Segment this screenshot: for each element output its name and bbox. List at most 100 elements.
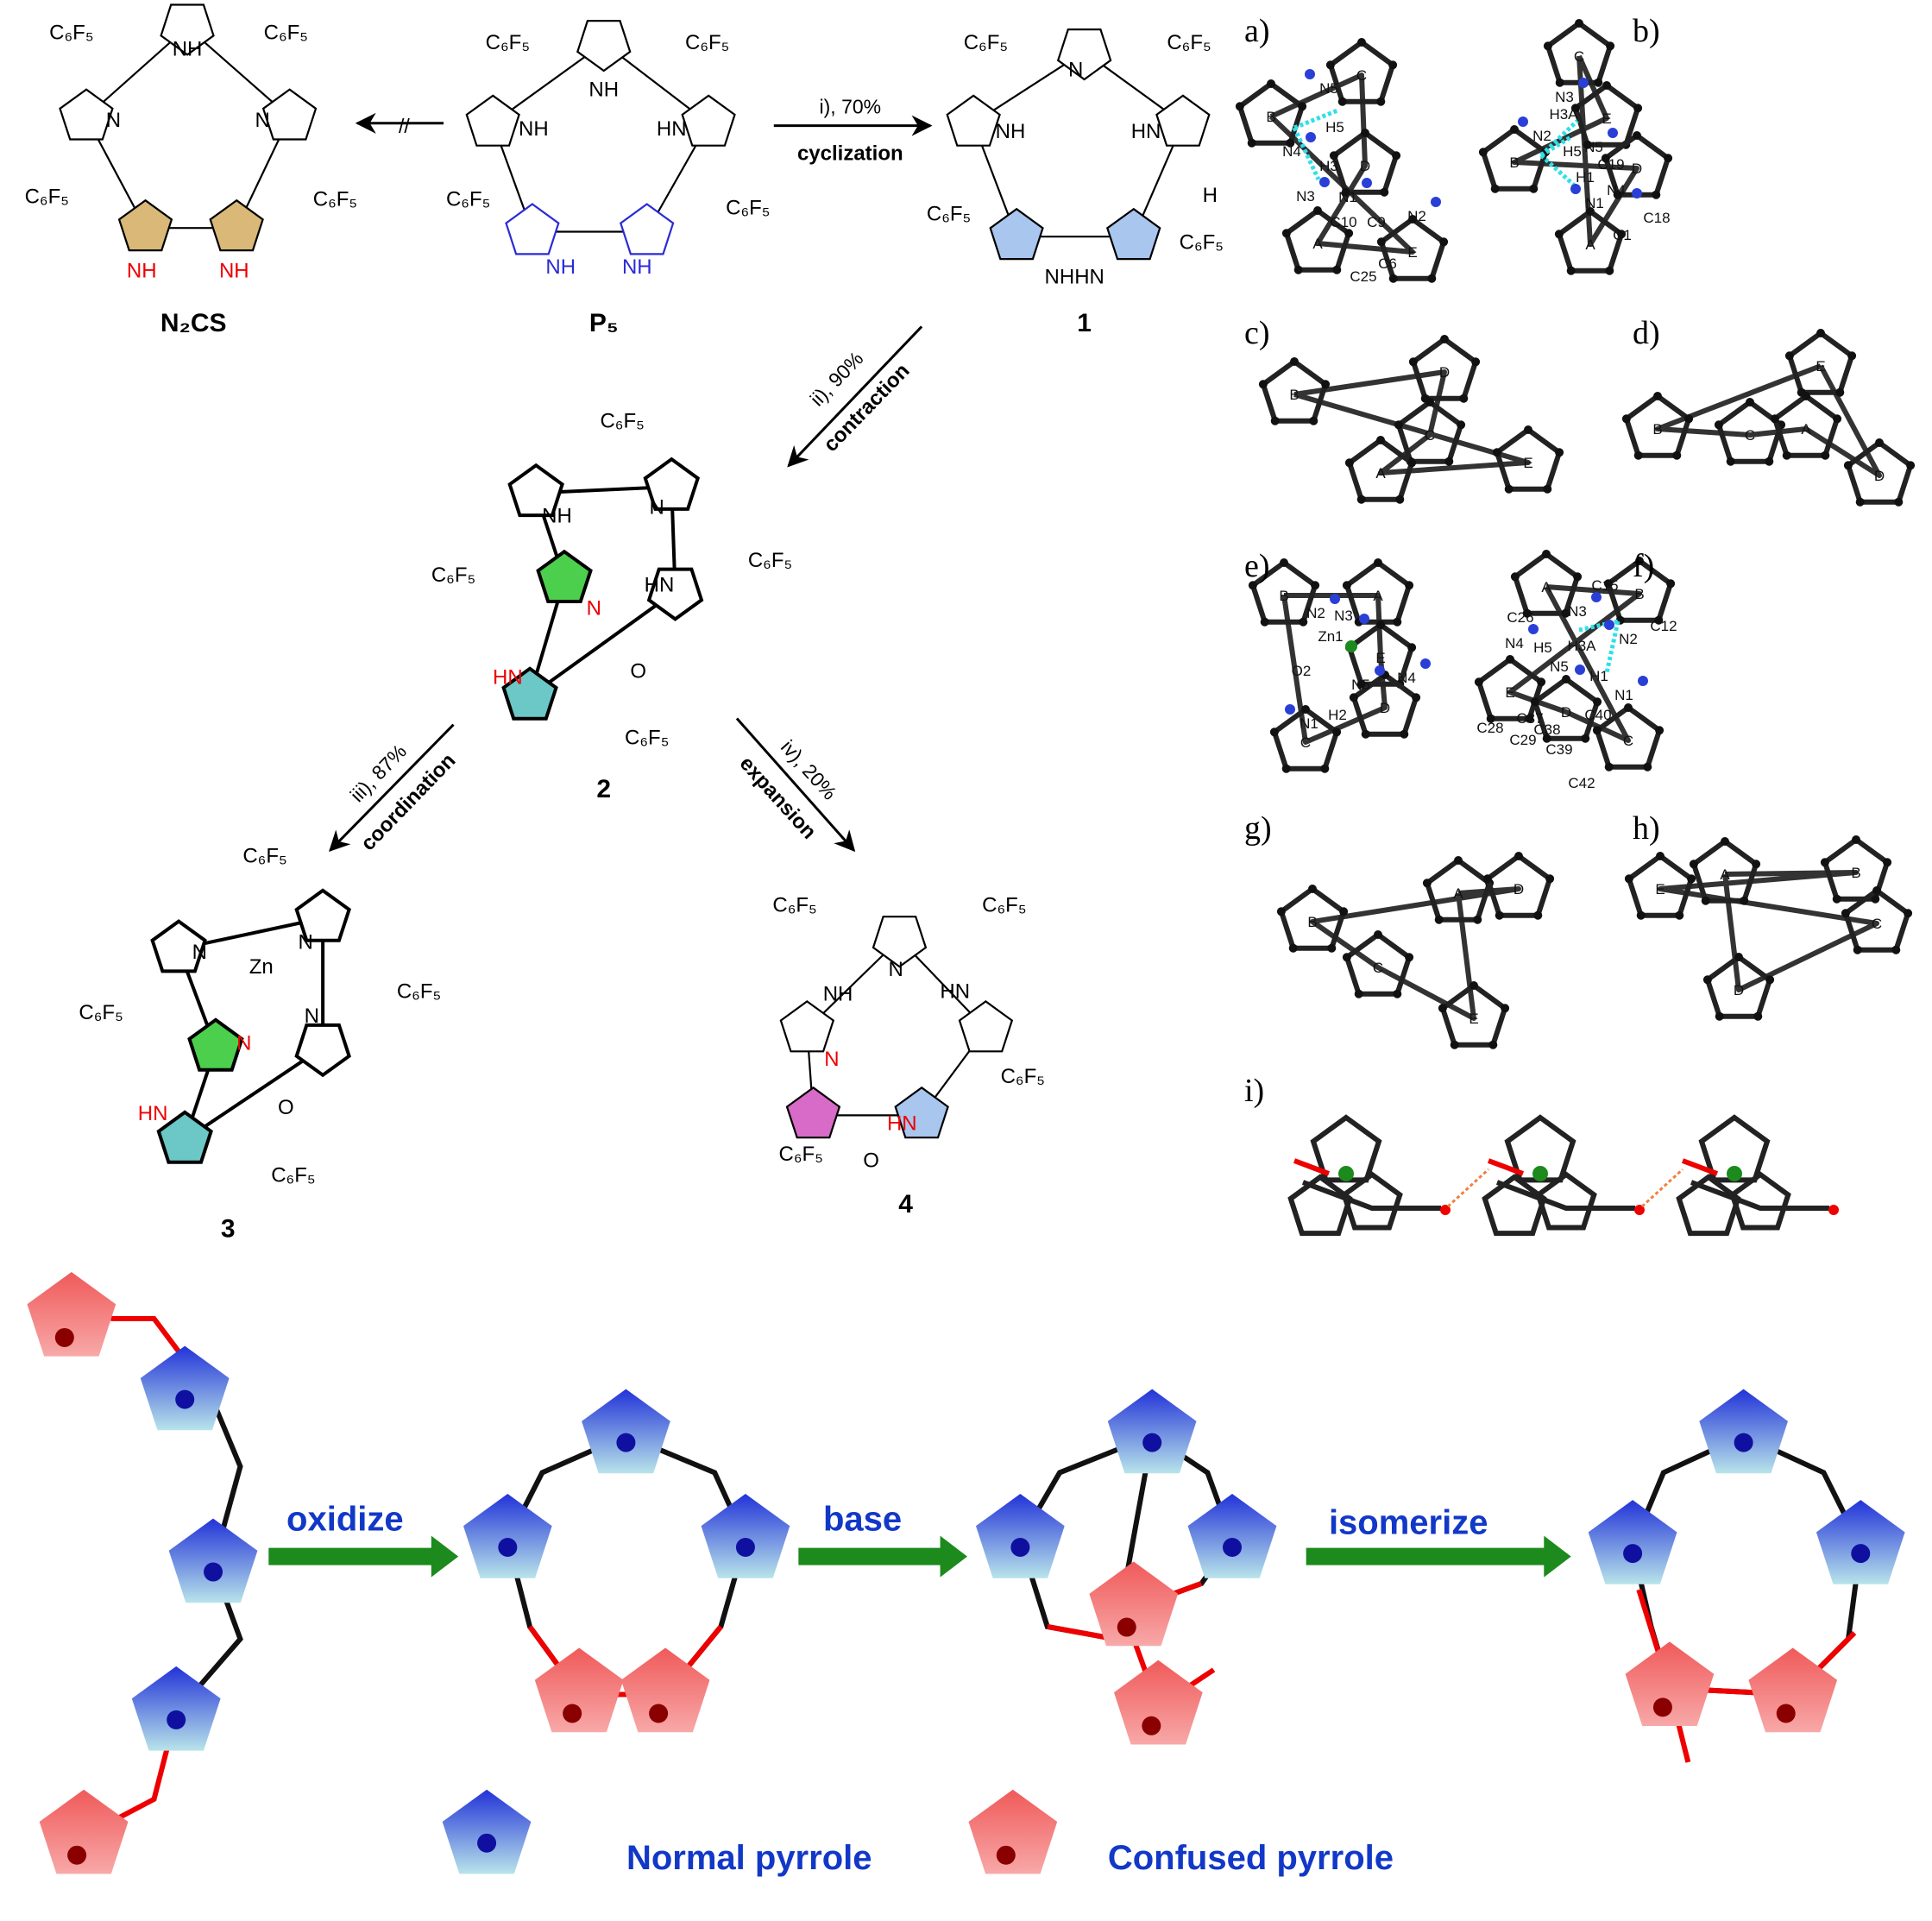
atom-label: B <box>1266 109 1275 125</box>
atom-label: C <box>1574 48 1584 65</box>
pentagon <box>1748 1647 1838 1733</box>
nitrogen-atom <box>1518 117 1528 127</box>
atom-ball <box>1339 907 1349 916</box>
atom-label: C₆F₅ <box>1001 1065 1045 1088</box>
atom-ball <box>1332 265 1342 274</box>
panel-label-b: b) <box>1633 13 1660 49</box>
atom-ball <box>1474 677 1483 687</box>
atom-ball <box>1530 697 1539 707</box>
ring-bonds <box>1482 1174 1547 1237</box>
atom-ball <box>1784 351 1794 361</box>
atom-ball <box>1852 835 1860 844</box>
pyrrole-dot <box>563 1704 582 1723</box>
atom-ball <box>1573 572 1583 582</box>
hydrogen-bond <box>1640 1168 1684 1208</box>
confused-pyrrole-icon <box>1748 1647 1838 1733</box>
atom-ball <box>1341 187 1350 197</box>
atom-ball <box>1894 497 1904 507</box>
panel-label-d: d) <box>1633 315 1660 351</box>
ring-bonds <box>1410 337 1479 401</box>
nitrogen-atom <box>1570 184 1581 194</box>
atom-ball <box>1529 184 1539 193</box>
packing-molecule <box>1676 1114 1839 1237</box>
normal-pyrrole-icon <box>976 1494 1065 1578</box>
atom-label: E <box>1407 244 1417 261</box>
atom-label: N <box>255 109 269 132</box>
normal-pyrrole-icon <box>442 1789 532 1874</box>
atom-label: C₆F₅ <box>1167 31 1211 54</box>
pyrrole-ring <box>1155 94 1211 147</box>
atom-ball <box>1405 581 1414 590</box>
ring-bonds <box>1845 440 1914 505</box>
atom-ball <box>1533 910 1543 920</box>
atom-label: N5 <box>1319 80 1338 97</box>
pyrrole-ring <box>150 919 207 973</box>
pyrrole-ring <box>785 1086 841 1139</box>
atom-ball <box>1405 953 1414 962</box>
hydrogen-bond <box>1293 108 1338 130</box>
crystal-panel-i-labels: i) <box>1244 1073 1264 1109</box>
atom-ball <box>1562 675 1570 683</box>
atom-ball <box>1504 484 1514 494</box>
atom-ball <box>1400 729 1409 739</box>
atom-ball <box>1555 448 1564 457</box>
atom-ball <box>1624 874 1633 884</box>
pentagon <box>1114 1660 1203 1745</box>
atom-label: NH <box>542 504 572 527</box>
methanol-bond <box>1681 1158 1719 1176</box>
atom-ball <box>1361 729 1370 739</box>
step-label: isomerize <box>1329 1504 1488 1542</box>
packing-molecule <box>1482 1114 1684 1237</box>
atom-label: A <box>1453 885 1463 902</box>
atom-label: N2 <box>1407 208 1426 224</box>
ring-bonds <box>1341 1171 1403 1231</box>
pyrrole-ring <box>261 88 318 141</box>
atom-ball <box>1833 414 1842 424</box>
atom-ball <box>1325 60 1335 70</box>
atom-label: HN <box>493 666 523 690</box>
backbone-bonds <box>1268 72 1415 255</box>
atom-label: C37 <box>1516 710 1543 727</box>
atom-ball <box>1891 945 1901 954</box>
atom-label: H1 <box>1589 668 1608 684</box>
atom-ball <box>1554 230 1564 239</box>
atom-label: NH <box>127 259 157 282</box>
atom-ball <box>1802 392 1810 400</box>
normal-pyrrole-icon <box>582 1389 670 1474</box>
atom-ball <box>1380 187 1389 197</box>
oxygen-atom <box>1828 1205 1839 1215</box>
atom-label: N <box>298 931 312 954</box>
atom-label: D <box>1632 161 1642 177</box>
zinc-atom <box>1345 640 1357 652</box>
pyrrole-dot <box>498 1538 518 1557</box>
atom-ball <box>1376 237 1386 247</box>
pyrrole-dot <box>1117 1617 1136 1637</box>
atom-label: C <box>1356 67 1367 84</box>
atom-ball <box>1301 705 1310 714</box>
atom-label: C42 <box>1568 775 1595 791</box>
atom-ball <box>1357 38 1366 47</box>
atom-ball <box>1342 953 1351 962</box>
atom-ball <box>1473 915 1482 924</box>
atom-label: N1 <box>1338 189 1357 205</box>
packing-molecule <box>1287 1114 1490 1237</box>
atom-ball <box>1653 392 1662 400</box>
green-arrow <box>798 1535 967 1578</box>
nitrogen-atom <box>1330 594 1340 604</box>
atom-ball <box>1376 436 1385 444</box>
compound-label-c4: 4 <box>898 1190 913 1219</box>
atom-label: N <box>587 597 601 620</box>
atom-label: B <box>1307 914 1317 930</box>
nitrogen-atom <box>1359 614 1369 624</box>
atom-ball <box>1510 572 1520 582</box>
hydrogen-bond <box>1539 154 1579 190</box>
pyrrole-ring <box>507 463 564 518</box>
atom-ball <box>1248 581 1257 590</box>
atom-label: E <box>1375 650 1385 666</box>
atom-label: N5 <box>1584 139 1603 155</box>
atom-ball <box>1469 981 1478 990</box>
atom-ball <box>1514 852 1523 860</box>
atom-label: A <box>1720 866 1730 883</box>
